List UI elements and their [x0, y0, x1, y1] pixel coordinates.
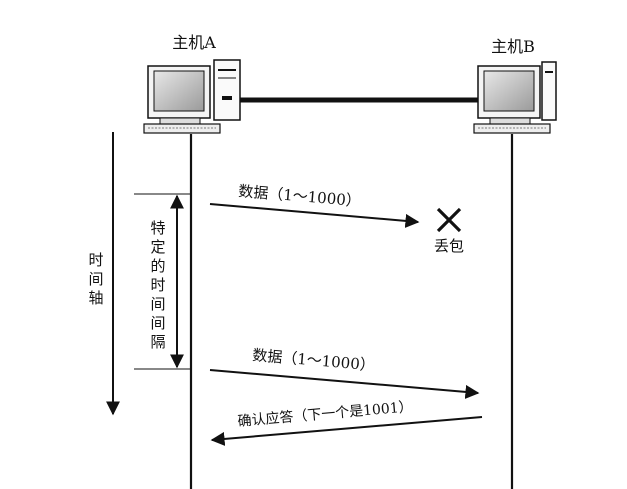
host-a-label: 主机A: [172, 33, 216, 52]
interval-label-1: 特: [150, 219, 165, 237]
host-a-computer-icon: [144, 60, 240, 133]
packet-lost-label: 丢包: [434, 237, 464, 255]
time-axis-label-3: 轴: [88, 289, 103, 307]
time-axis-label-2: 间: [88, 270, 103, 288]
host-b-computer-icon: [474, 62, 556, 133]
first-data-arrow: [210, 204, 418, 222]
interval-label-6: 间: [150, 314, 165, 332]
retransmit-data-label: 数据（1～1000）: [252, 346, 376, 374]
interval-label-4: 时: [150, 276, 165, 294]
interval-label-2: 定: [150, 238, 165, 256]
retransmit-data-arrow: [210, 370, 478, 393]
first-data-label: 数据（1～1000）: [238, 182, 362, 210]
interval-label-3: 的: [150, 257, 165, 275]
cross-icon: [438, 209, 460, 231]
time-axis-label-1: 时: [88, 251, 103, 269]
interval-label-7: 隔: [150, 333, 165, 351]
interval-label-5: 间: [150, 295, 165, 313]
host-b-label: 主机B: [491, 37, 535, 56]
